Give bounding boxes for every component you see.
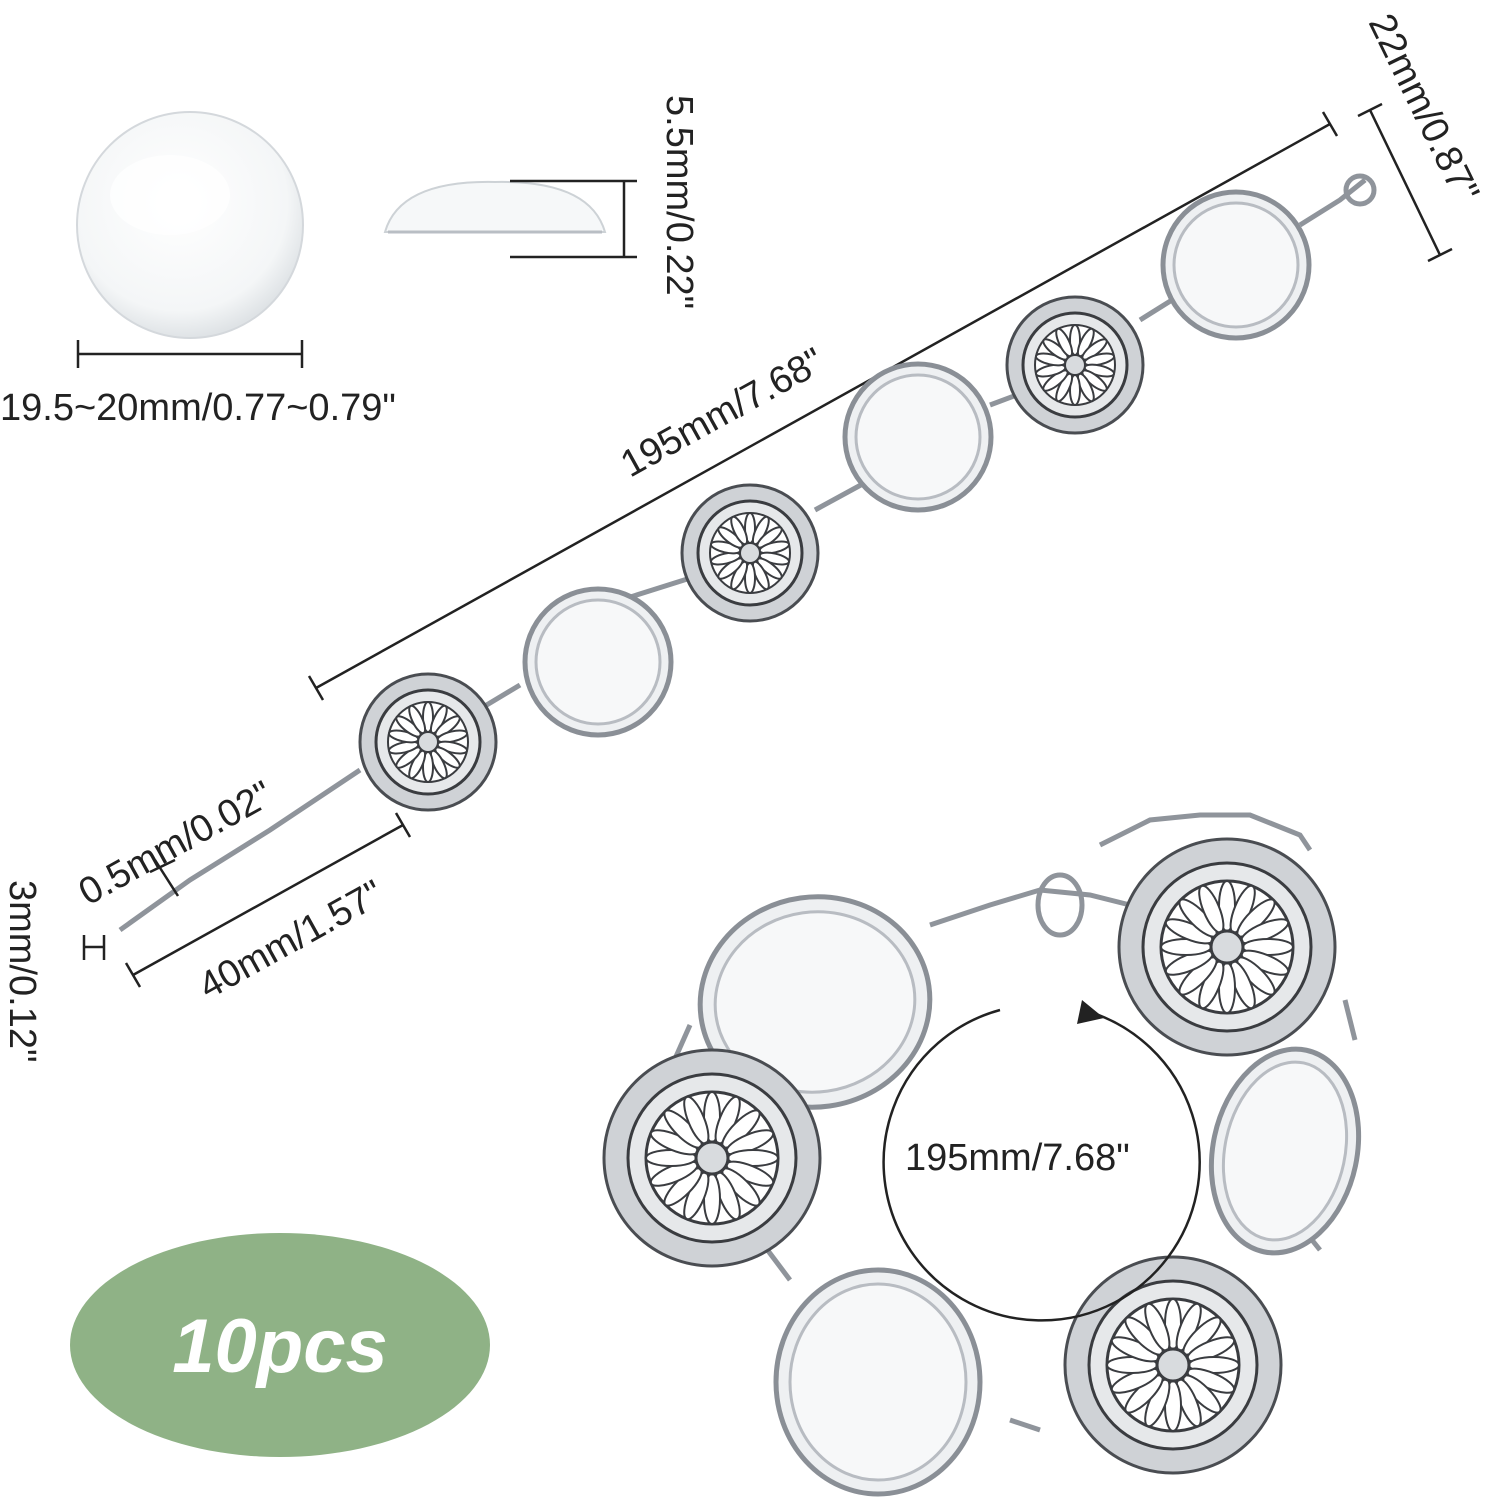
flower-connector: [358, 672, 498, 812]
circumference-label: 195mm/7.68": [905, 1137, 1130, 1179]
glass-cabochon-top-view: [76, 111, 304, 339]
bezel-tray: [522, 586, 674, 738]
badge-text: 10pcs: [172, 1304, 388, 1389]
circular-bracelet: [602, 812, 1362, 1497]
flower-connector: [1063, 1255, 1283, 1475]
flower-connector: [602, 1048, 822, 1268]
height-label: 5.5mm/0.22": [658, 95, 700, 309]
bezel-tray: [773, 1267, 983, 1497]
tray-dimension-line: [1357, 102, 1453, 263]
glass-cabochon-side-view: [383, 180, 607, 234]
wire-dimension-line: [149, 858, 180, 897]
flower-connector: [680, 483, 820, 623]
bezel-tray: [697, 894, 933, 1110]
bezel-tray: [842, 361, 994, 513]
circumference-indicator: [882, 1000, 1201, 1322]
bezel-tray: [1208, 1046, 1362, 1256]
diameter-dimension-line: [76, 340, 304, 368]
link-dimension-line: [82, 935, 106, 960]
link-label: 3mm/0.12": [1, 880, 43, 1062]
diameter-label: 19.5~20mm/0.77~0.79": [0, 387, 396, 429]
quantity-badge: 10pcs: [70, 1233, 490, 1457]
extender-dimension-line: [124, 812, 412, 988]
length-dimension-line: [307, 111, 1339, 701]
straight-bracelet: [118, 173, 1377, 933]
badge-background: [70, 1233, 490, 1457]
flower-connector: [1005, 295, 1145, 435]
height-dimension-line: [510, 179, 637, 259]
bezel-tray: [1160, 189, 1312, 341]
flower-connector: [1117, 837, 1337, 1057]
length-label: 195mm/7.68": [614, 340, 831, 486]
extender-label: 40mm/1.57": [192, 872, 390, 1007]
tray-label: 22mm/0.87": [1360, 8, 1487, 209]
